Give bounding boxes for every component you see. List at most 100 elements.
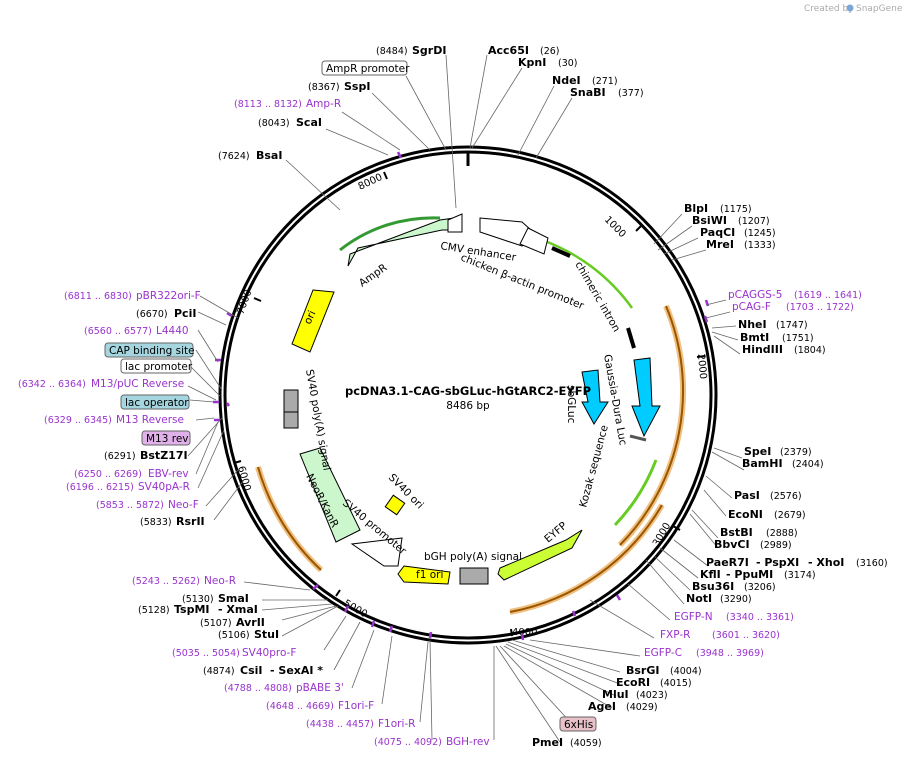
primer-pos-f1orir: (4438 .. 4457): [306, 719, 374, 730]
primer-fxpr: FXP-R: [660, 629, 690, 641]
site-pos-scai: (8043): [258, 118, 290, 129]
site-tspmi: TspMI: [174, 603, 210, 616]
sv40-ori-shape: [384, 494, 406, 516]
feature-label-kozak: Kozak sequence: [577, 424, 611, 509]
site-ecori: EcoRI: [616, 676, 650, 689]
chimeric-intron-marker: [551, 246, 571, 258]
sbgluc-arrow: [581, 369, 609, 425]
tick-label-1000: 1000: [602, 214, 628, 240]
site-agei: AgeI: [588, 700, 616, 713]
site-paer7i: PaeR7I: [706, 556, 749, 569]
site-bamhi: BamHI: [742, 457, 783, 470]
site-csii: CsiI: [240, 664, 262, 677]
tick-label-4000: 4000: [512, 627, 537, 638]
primer-markers: [213, 151, 710, 641]
kozak-marker-top: [626, 327, 636, 349]
primer-ebv: EBV-rev: [148, 468, 189, 480]
orange-left-arc: [257, 466, 322, 571]
site-pos-agei: (4029): [626, 702, 658, 713]
site-snabi: SnaBI: [570, 86, 606, 99]
primer-bghrev: BGH-rev: [446, 736, 490, 748]
site-pos-hindiii: (1804): [794, 345, 826, 356]
feature-ampr-promoter: AmpR promoter: [326, 63, 410, 75]
site-pos-mlui: (4023): [636, 690, 668, 701]
feature-lacprom: lac promoter: [125, 361, 193, 373]
site-pos-bstz: (6291): [104, 451, 136, 462]
bgh-polya-shape: [459, 567, 489, 585]
primer-sv40par: SV40pA-R: [138, 481, 190, 493]
snapgene-logo-icon: [846, 4, 854, 12]
primer-pos-egfpc: (3948 .. 3969): [696, 648, 764, 659]
feature-m13rev: M13 rev: [146, 433, 189, 445]
primer-pos-pcagf: (1703 .. 1722): [786, 302, 854, 313]
primer-pos-sv40par: (6196 .. 6215): [66, 482, 134, 493]
orange-right-arc: [619, 305, 685, 546]
site-pos-kpni: (30): [558, 58, 578, 69]
gaussia-luc-arrow: [631, 357, 661, 438]
site-pos-avrii: (5107): [200, 618, 232, 629]
site-pos-bbvci: (2989): [760, 540, 792, 551]
site-spei: SpeI: [744, 445, 771, 458]
primer-pbabe: pBABE 3': [296, 682, 344, 694]
site-bsu36i: Bsu36I: [692, 580, 734, 593]
site-pos-stui: (5106): [218, 630, 250, 641]
site-pos-sspi: (8367): [308, 82, 340, 93]
chimeric-intron-arc: [541, 238, 634, 309]
site-pos-pasi: (2576): [770, 491, 802, 502]
feature-box-m13rev: [141, 430, 191, 446]
primer-pos-bghrev: (4075 .. 4092): [374, 737, 442, 748]
site-smai: SmaI: [218, 592, 249, 605]
primer-egfpc: EGFP-C: [644, 647, 682, 659]
site-sgrdi: SgrDI: [412, 44, 446, 57]
site-pos-pcii: (6670): [136, 309, 168, 320]
site-pos-bamhi: (2404): [792, 459, 824, 470]
primer-pos-f1orif: (4648 .. 4669): [266, 701, 334, 712]
primer-pcagf: pCAG-F: [732, 301, 771, 313]
tick-label-3000: 3000: [651, 521, 673, 549]
site-pos-bsrgi: (4004): [670, 666, 702, 677]
primer-pbr: pBR322ori-F: [136, 290, 201, 302]
orange-bottom-arc: [509, 504, 663, 613]
feature-box-6xhis: [559, 716, 597, 732]
tick-label-8000: 8000: [357, 172, 385, 193]
kozak-arc: [613, 459, 658, 527]
site-pos-xhoi: (3160): [856, 558, 888, 569]
primer-pcaggs: pCAGGS-5: [728, 289, 782, 301]
primer-pos-pbr: (6811 .. 6830): [64, 291, 132, 302]
primer-pos-l4440: (6560 .. 6577): [84, 326, 152, 337]
feature-label-f1: f1 ori: [416, 569, 443, 581]
feature-box-lacprom: [120, 358, 192, 374]
site-kpni: KpnI: [518, 56, 546, 69]
ori-arrow: [291, 289, 335, 353]
plasmid-name: pcDNA3.1-CAG-sbGLuc-hGtARC2-EYFP: [345, 384, 591, 398]
plasmid-size: 8486 bp: [446, 400, 490, 412]
tick-marks: [233, 171, 706, 637]
site-sexai: - SexAI *: [270, 664, 323, 677]
site-econi: EcoNI: [728, 508, 763, 521]
site-pos-paqci: (1245): [744, 228, 776, 239]
site-mlui: MluI: [602, 688, 629, 701]
primer-f1orif: F1ori-F: [338, 700, 374, 712]
site-pspxi: - PspXI: [756, 556, 799, 569]
site-bsiwi: BsiWI: [692, 214, 727, 227]
site-pos-nhei: (1747): [776, 320, 808, 331]
site-pos-noti: (3290): [720, 594, 752, 605]
primer-pos-m13r: (6329 .. 6345): [44, 415, 112, 426]
site-pos-econi: (2679): [774, 510, 806, 521]
site-avrii: AvrII: [236, 616, 265, 629]
primer-pos-egfpn: (3340 .. 3361): [726, 612, 794, 623]
site-pos-ndei: (271): [592, 76, 618, 87]
site-pos-snabi: (377): [618, 88, 644, 99]
feature-6xhis: 6xHis: [564, 719, 593, 731]
site-bbvci: BbvCI: [714, 538, 750, 551]
site-pcii: PciI: [174, 307, 196, 320]
site-pos-bsai: (7624): [218, 151, 250, 162]
site-pos-sgrdi: (8484): [376, 46, 408, 57]
site-noti: NotI: [686, 592, 712, 605]
feature-box-lacop: [120, 394, 190, 410]
sv40-promoter-arrow: [350, 537, 403, 567]
primer-neor: Neo-R: [204, 575, 236, 587]
primer-sv40prof: SV40pro-F: [242, 647, 296, 659]
primer-neof: Neo-F: [168, 499, 199, 511]
